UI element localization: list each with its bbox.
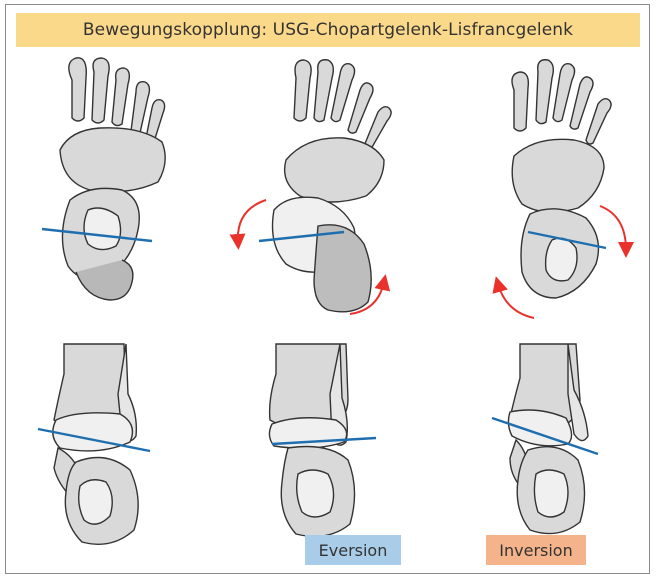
eversion-label: Eversion [305,535,401,565]
rotation-arrow-inversion-upper [600,206,626,250]
rotation-arrow-inversion-lower [498,284,534,318]
rotation-arrow-eversion-upper [238,200,266,242]
ankle-inversion-posterior-view [508,344,588,534]
foot-eversion-top-view [273,60,392,312]
inversion-label: Inversion [486,535,586,565]
foot-neutral-top-view [60,58,165,300]
ankle-neutral-posterior-view [53,344,138,544]
foot-inversion-top-view [512,60,611,298]
